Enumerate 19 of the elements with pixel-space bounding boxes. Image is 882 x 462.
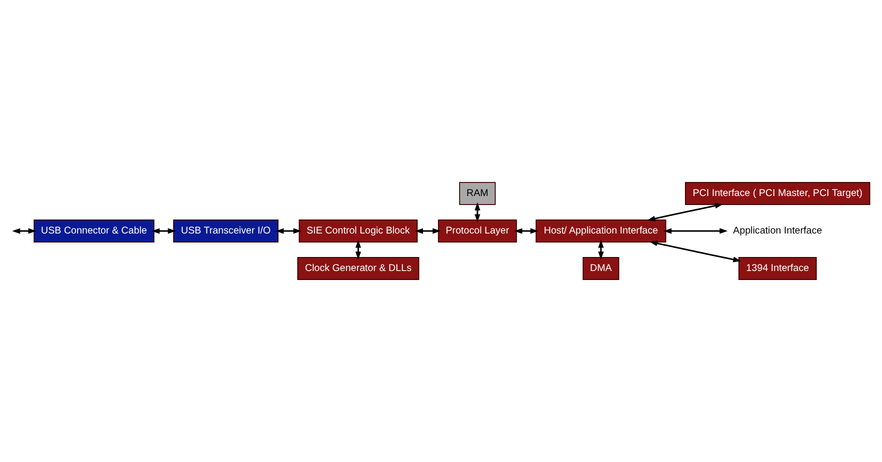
node-box: Protocol Layer (438, 219, 517, 243)
arrow (276, 228, 302, 234)
node-box: USB Transceiver I/O (173, 219, 278, 243)
arrow (649, 240, 742, 262)
node-box: DMA (582, 256, 620, 280)
arrow (664, 228, 728, 234)
node-box: Clock Generator & DLLs (297, 256, 420, 280)
node-box: 1394 Interface (738, 256, 817, 280)
arrow (514, 228, 538, 234)
arrow (152, 228, 176, 234)
node-box: PCI Interface ( PCI Master, PCI Target) (684, 182, 870, 206)
node-box: Host/ Application Interface (536, 219, 666, 243)
arrow (12, 228, 36, 234)
node-text: Application Interface (733, 225, 822, 236)
node-box: USB Connector & Cable (34, 219, 154, 243)
node-box: SIE Control Logic Block (298, 219, 418, 243)
arrow (647, 203, 724, 222)
node-box: RAM (459, 182, 496, 206)
arrow (415, 228, 441, 234)
